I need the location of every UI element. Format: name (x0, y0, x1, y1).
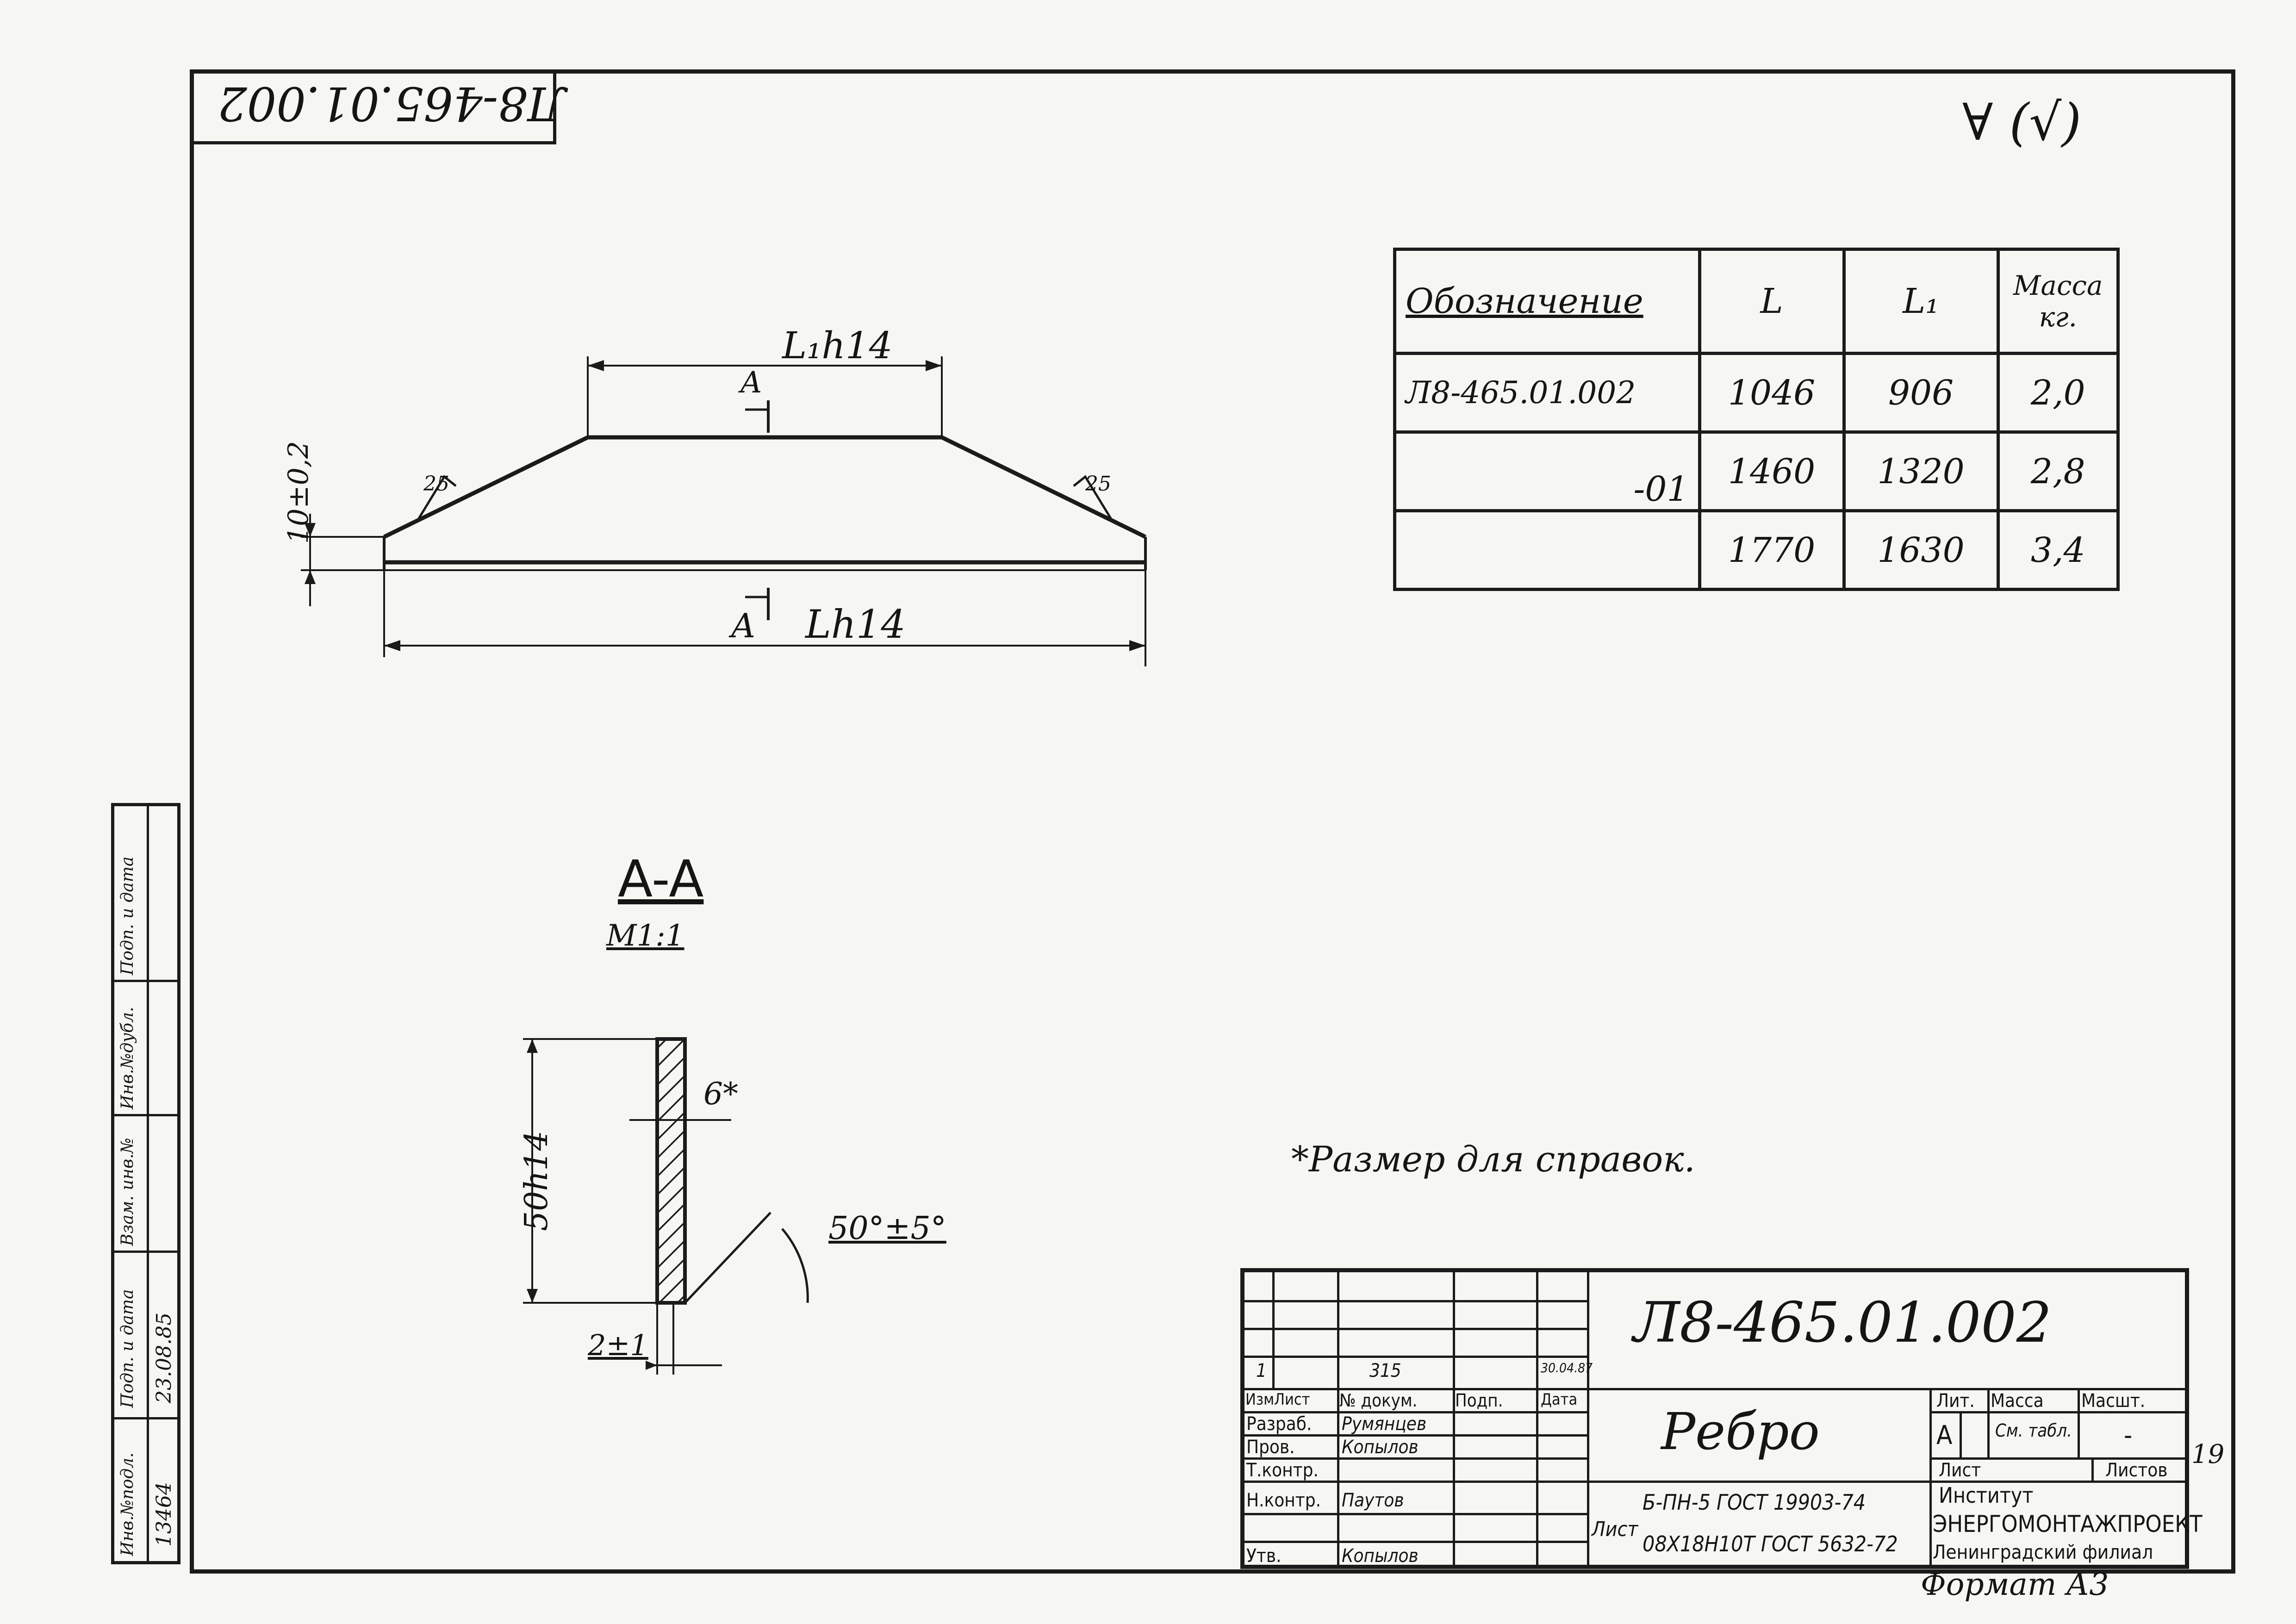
spec-cell: 1046 (1698, 352, 1846, 434)
mass-label: Масса (1991, 1390, 2044, 1412)
section-mark-top: A (740, 366, 762, 400)
part-outline (383, 435, 1146, 539)
material-line-2: 08Х18Н10Т ГОСТ 5632-72 (1643, 1531, 1898, 1556)
doc-number: Л8-465.01.002 (1633, 1291, 2052, 1355)
format-label: Формат А3 (1921, 1567, 2109, 1602)
side-label-dup: Инв.№дубл. (118, 1007, 137, 1109)
scale-label: Масшт. (2081, 1390, 2146, 1412)
spec-header-l1: L₁ (1842, 248, 2000, 355)
role-label: Т.контр. (1246, 1460, 1319, 1481)
org-line-2: ЭНЕРГОМОНТАЖПРОЕКТ (1933, 1511, 2203, 1537)
roughness-symbol: ∀ (√) (1962, 93, 2082, 152)
weld-right-label: 25 (1085, 472, 1111, 496)
side-inv-value: 13464 (152, 1482, 176, 1547)
side-stamp: Инв.№подл. Подп. и дата Взам. инв.№ Инв.… (111, 803, 180, 1564)
spec-cell: 2,0 (1996, 352, 2120, 434)
part-drawing (301, 356, 1147, 666)
spec-cell: 1630 (1842, 509, 2000, 591)
spec-header-mass: Масса кг. (1996, 248, 2120, 355)
lit-label: Лит. (1936, 1390, 1975, 1412)
person-name: Копылов (1342, 1437, 1419, 1458)
part-name: Ребро (1661, 1402, 1820, 1461)
col-header: Дата (1541, 1390, 1578, 1409)
spec-header-l: L (1698, 248, 1846, 355)
side-label-sign-2: Подп. и дата (118, 856, 137, 975)
section-angle-label: 50°±5° (828, 1210, 946, 1247)
role-label: Разраб. (1246, 1413, 1312, 1435)
material-line-1: Б-ПН-5 ГОСТ 19903-74 (1643, 1490, 1866, 1515)
material-prefix: Лист (1592, 1518, 1638, 1541)
change-date: 30.04.87 (1541, 1360, 1593, 1375)
spec-table: Обозначение L L₁ Масса кг. Л8-465.01.002… (1393, 248, 2120, 591)
section-drawing (523, 1037, 809, 1375)
col-header: Подп. (1455, 1390, 1503, 1411)
person-name: Паутов (1342, 1490, 1404, 1511)
angle-arc (781, 1228, 809, 1303)
col-header: Лист (1274, 1390, 1310, 1409)
scale-value: - (2124, 1420, 2133, 1450)
spec-cell: 2,8 (1996, 430, 2120, 512)
reference-note: *Размер для справок. (1291, 1139, 1695, 1180)
spec-cell: -01 (1393, 430, 1701, 512)
side-label-sign: Подп. и дата (118, 1289, 137, 1408)
dim-bottom-label: Lh14 (805, 602, 906, 647)
drawing-frame (190, 69, 2235, 1574)
section-hatch (655, 1037, 687, 1305)
weld-left-label: 25 (423, 472, 449, 496)
section-height-label: 50h14 (518, 1131, 555, 1231)
title-block: Л8-465.01.002 Ребро 1 315 30.04.87 Изм Л… (1240, 1268, 2203, 1569)
side-label-inv: Инв.№подл. (118, 1452, 137, 1556)
side-label-replace: Взам. инв.№ (118, 1138, 137, 1246)
change-doc: 315 (1369, 1360, 1401, 1381)
person-name: Копылов (1342, 1545, 1419, 1567)
person-name: Румянцев (1342, 1413, 1427, 1435)
sheet-label: Лист (1939, 1460, 1981, 1481)
org-line-1: Институт (1939, 1483, 2034, 1508)
section-title: A-A (618, 849, 704, 908)
change-no: 1 (1256, 1360, 1267, 1381)
side-date-value: 23.08.85 (152, 1313, 176, 1403)
spec-cell: 1770 (1698, 509, 1846, 591)
sheet-number: 19 (2191, 1439, 2225, 1469)
spec-cell: 1460 (1698, 430, 1846, 512)
section-mark-bottom: A (731, 606, 755, 645)
section-gap-label: 2±1 (588, 1328, 648, 1362)
role-label: Утв. (1246, 1545, 1282, 1567)
org-line-3: Ленинградский филиал (1933, 1541, 2153, 1563)
sheets-label: Листов (2105, 1460, 2168, 1481)
mass-value: См. табл. (1995, 1420, 2072, 1441)
role-label: Н.контр. (1246, 1490, 1321, 1511)
spec-cell: 3,4 (1996, 509, 2120, 591)
col-header: Изм (1245, 1390, 1275, 1409)
spec-cell: 1320 (1842, 430, 2000, 512)
section-scale: M1:1 (606, 919, 684, 953)
dim-top-label: L₁h14 (782, 324, 893, 367)
col-header: № докум. (1339, 1390, 1418, 1411)
spec-header-designation: Обозначение (1393, 248, 1701, 355)
lit-value: А (1936, 1420, 1953, 1450)
angle-line (684, 1212, 772, 1304)
spec-cell: Л8-465.01.002 (1393, 352, 1701, 434)
spec-cell: 906 (1842, 352, 2000, 434)
section-thickness-label: 6* (703, 1076, 738, 1112)
spec-cell (1393, 509, 1701, 591)
top-stamp-box (192, 72, 556, 144)
role-label: Пров. (1246, 1437, 1295, 1458)
